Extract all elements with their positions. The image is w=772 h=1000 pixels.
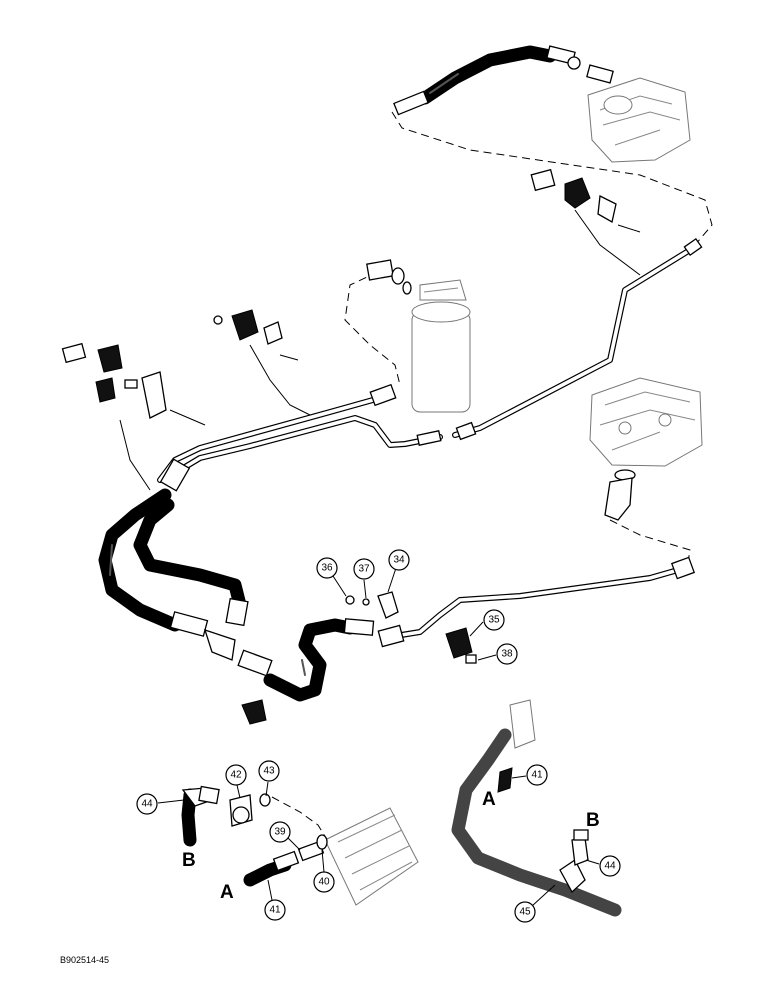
- letter-b-left: B: [182, 850, 196, 871]
- callout-39: 39: [269, 821, 301, 851]
- letter-a-left: A: [220, 882, 234, 903]
- clamp-group-upper-right: [530, 168, 641, 276]
- lower-hoses: [98, 488, 375, 702]
- dashed-valve-line: [609, 519, 691, 563]
- control-valve-outline: [324, 807, 419, 906]
- svg-text:45: 45: [519, 907, 531, 918]
- valve-fitting: [604, 469, 636, 521]
- callout-41-right: 41: [511, 764, 548, 786]
- dashed-pump-line: [391, 111, 713, 246]
- callout-36: 36: [316, 557, 347, 597]
- svg-text:40: 40: [318, 877, 330, 888]
- clamp-lower: [241, 699, 267, 725]
- inset-left-parts: [181, 785, 328, 887]
- callout-41-left: 41: [264, 879, 286, 921]
- callouts: 34 35 36 37 38 39 40: [136, 549, 621, 923]
- svg-text:36: 36: [321, 563, 333, 574]
- callout-37: 37: [353, 558, 375, 599]
- svg-text:35: 35: [488, 615, 500, 626]
- svg-text:44: 44: [604, 861, 616, 872]
- letter-b-right: B: [586, 810, 600, 831]
- filter-canister-outline: [411, 279, 471, 413]
- callout-40: 40: [313, 849, 335, 893]
- svg-text:39: 39: [274, 827, 286, 838]
- clamp-group-mid: [213, 309, 311, 416]
- document-id: B902514-45: [60, 955, 109, 965]
- dashed-control-line: [271, 796, 327, 839]
- callout-38: 38: [477, 643, 518, 665]
- callout-44-left: 44: [136, 793, 185, 815]
- callout-34: 34: [387, 549, 410, 593]
- upper-hose: [393, 45, 614, 116]
- svg-text:38: 38: [501, 649, 513, 660]
- filter-fittings: [366, 259, 412, 295]
- tube-fittings: [159, 237, 703, 648]
- inset-right-parts: [451, 699, 622, 917]
- svg-text:41: 41: [531, 770, 543, 781]
- pump-outline: [587, 77, 691, 163]
- callout-44-right: 44: [585, 855, 621, 877]
- callout-35: 35: [469, 609, 505, 637]
- callout-45: 45: [514, 884, 556, 923]
- letter-a-right: A: [482, 789, 496, 810]
- svg-text:37: 37: [358, 564, 370, 575]
- svg-text:42: 42: [230, 770, 242, 781]
- dashed-filter-line: [344, 271, 401, 386]
- svg-text:44: 44: [141, 799, 153, 810]
- clamp-group-left: [61, 342, 206, 491]
- callout-43: 43: [258, 760, 280, 797]
- clamp-34-35-38: [345, 591, 477, 664]
- callout-42: 42: [225, 764, 247, 799]
- svg-text:43: 43: [263, 766, 275, 777]
- svg-text:41: 41: [269, 905, 281, 916]
- svg-text:34: 34: [393, 555, 405, 566]
- valve-block-outline: [589, 377, 703, 467]
